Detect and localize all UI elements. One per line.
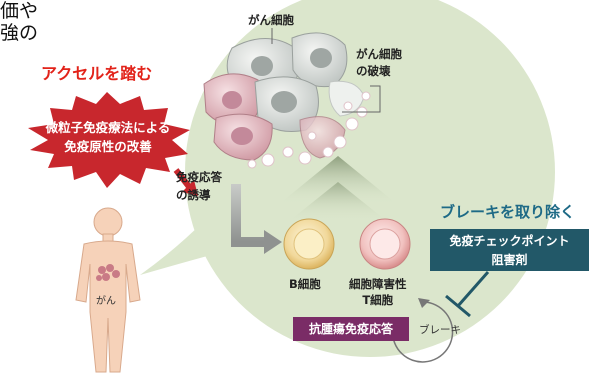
checkpoint-line-2: 阻害剤 xyxy=(491,253,528,267)
starburst xyxy=(28,92,190,188)
t-cell-line-1: 細胞障害性 xyxy=(349,277,407,291)
tumor-icon xyxy=(96,264,120,281)
red-arrow-icon xyxy=(173,168,193,190)
starburst-line-2: 免疫原性の改善 xyxy=(64,139,152,154)
cancer-cell-cluster xyxy=(203,28,381,169)
heading-line-1: 価や xyxy=(0,0,39,22)
heading-line-2: 強の xyxy=(0,22,39,44)
upward-arrow-icon xyxy=(278,156,398,222)
brake-label: ブレーキ xyxy=(419,324,461,336)
cell-destruction-line-2: の破壊 xyxy=(356,64,391,78)
antitumor-response-box: 抗腫瘍免疫応答 xyxy=(293,317,409,341)
immune-induction-line-1: 免疫応答 xyxy=(176,170,222,184)
body-cancer-label: がん xyxy=(96,296,116,307)
bubble-tail xyxy=(140,220,222,275)
grey-arrow-icon xyxy=(231,184,266,247)
cell-destruction-line-1: がん細胞 xyxy=(356,47,402,61)
t-cell-label: 細胞障害性 T細胞 xyxy=(349,276,407,308)
immune-induction-line-2: の誘導 xyxy=(176,188,211,202)
starburst-line-1: 微粒子免疫療法による xyxy=(45,120,171,135)
cancer-cells-label: がん細胞 xyxy=(248,13,294,27)
remove-brake-label: ブレーキを取り除く xyxy=(440,203,576,221)
b-cell-label: B細胞 xyxy=(289,277,321,291)
human-body xyxy=(75,207,141,373)
checkpoint-line-1: 免疫チェックポイント xyxy=(449,234,570,248)
accelerator-label: アクセルを踏む xyxy=(41,64,153,83)
starburst-text: 微粒子免疫療法による 免疫原性の改善 xyxy=(20,118,196,156)
immune-induction-label: 免疫応答 の誘導 xyxy=(176,168,222,204)
t-cell-line-2: T細胞 xyxy=(362,293,394,307)
checkpoint-inhibitor-box: 免疫チェックポイント 阻害剤 xyxy=(430,229,589,271)
inhibitor-line xyxy=(456,271,490,307)
cell-destruction-label: がん細胞 の破壊 xyxy=(356,46,402,80)
